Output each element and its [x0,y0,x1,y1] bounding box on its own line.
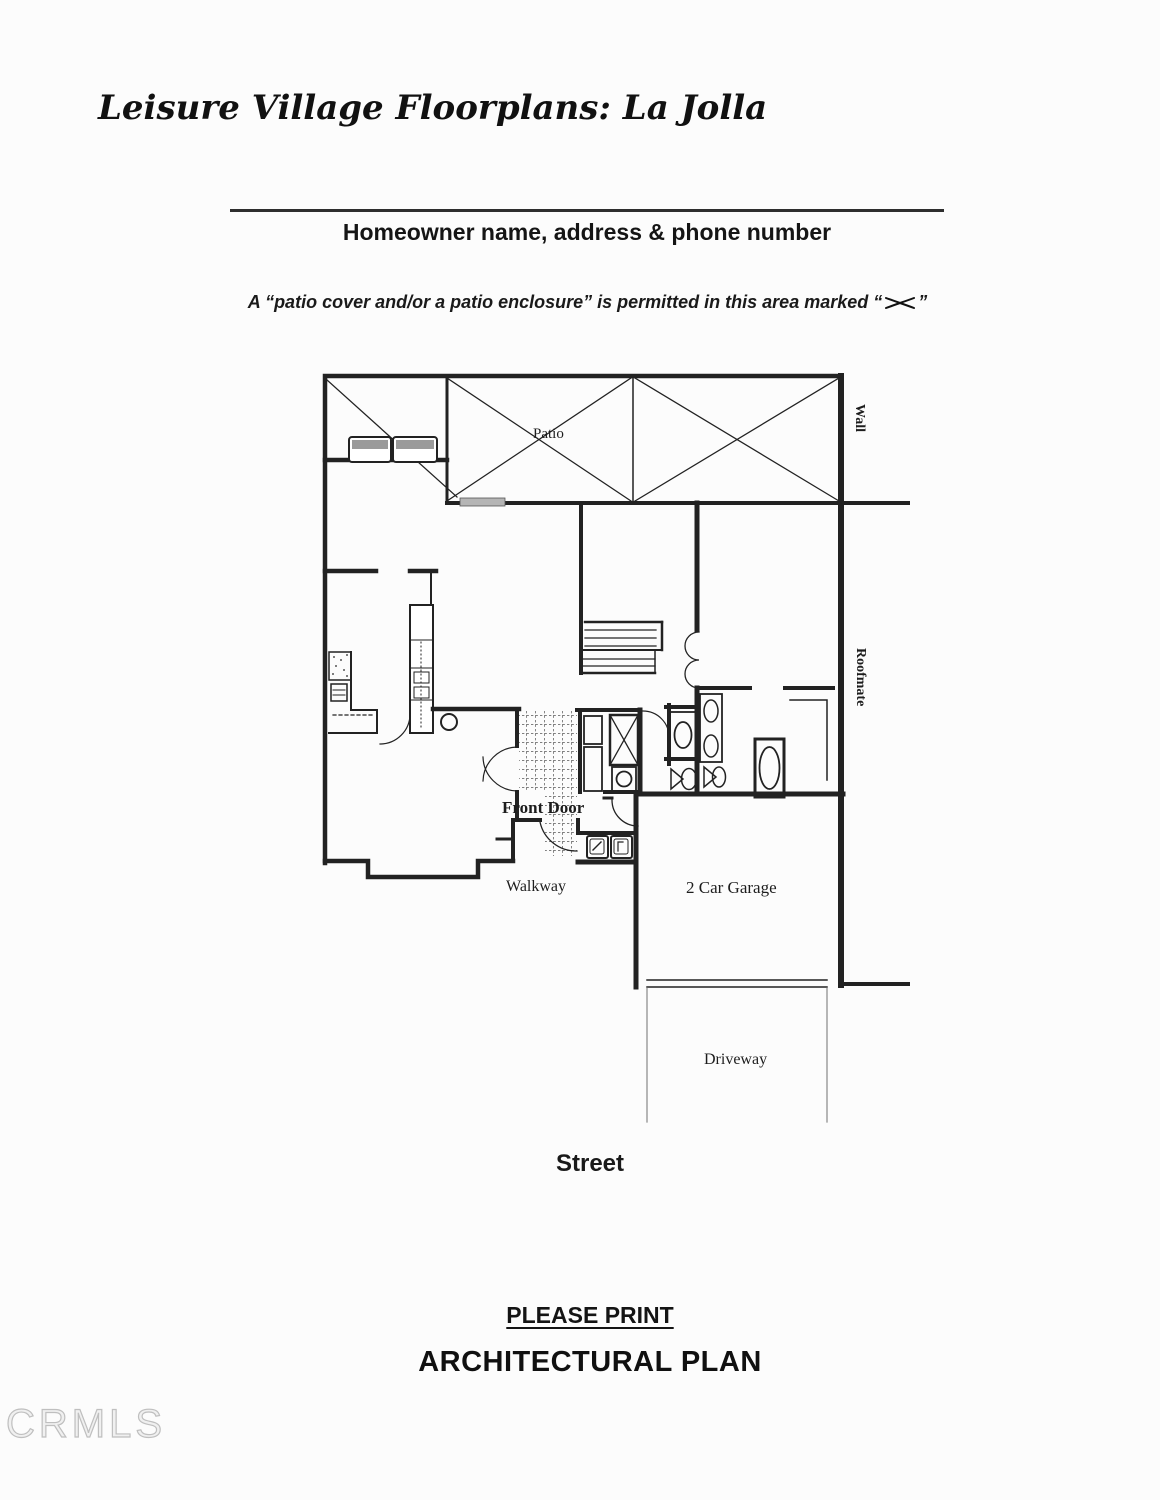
wall-label: Wall [852,404,867,433]
garage [602,792,910,990]
entry-area [482,707,643,856]
walkway-label: Walkway [506,878,567,895]
patio-note: A “patio cover and/or a patio enclosure”… [100,292,1075,313]
page-title: Leisure Village Floorplans: La Jolla [98,88,768,128]
patio-mark-icon [885,297,916,310]
street-label: Street [555,1150,625,1177]
please-print-label: PLEASE PRINT [506,1302,674,1328]
bedroom-wall [684,500,700,689]
patio-note-close-quote: ” [918,292,928,312]
staircase [579,501,664,675]
crmls-watermark: CRMLS [5,1401,167,1446]
architectural-plan-label: ARCHITECTURAL PLAN [418,1346,762,1378]
kitchen [322,568,522,745]
front-door-label: Front Door [502,798,585,817]
homeowner-line-label: Homeowner name, address & phone number [342,219,832,245]
exterior-walls [322,373,844,988]
garage-label: 2 Car Garage [686,878,777,897]
utility-nook [575,831,639,865]
driveway [646,987,828,1123]
homeowner-signature-line [230,209,944,212]
roofmate-label: Roofmate [853,648,868,707]
bathrooms [637,685,846,799]
driveway-label: Driveway [704,1051,768,1068]
floorplan-drawing [322,373,910,1123]
patio-area [322,374,910,507]
patio-note-text: A “patio cover and/or a patio enclosure”… [247,292,883,312]
patio-label: Patio [533,426,564,442]
